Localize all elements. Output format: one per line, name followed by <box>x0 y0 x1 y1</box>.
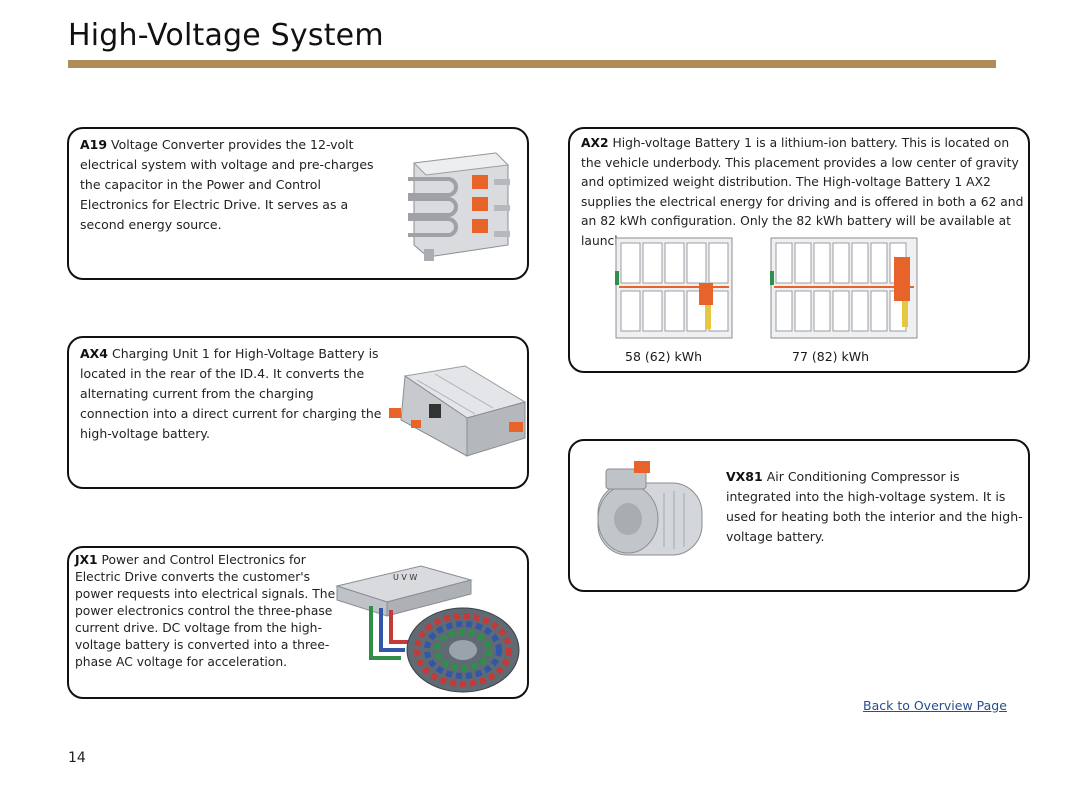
card-a19-code: A19 <box>80 137 108 152</box>
card-jx1-power-electronics: JX1 Power and Control Electronics for El… <box>67 546 529 699</box>
card-a19-text: A19 Voltage Converter provides the 12-vo… <box>80 135 392 235</box>
battery-small-label: 58 (62) kWh <box>625 349 703 364</box>
card-ax4-code: AX4 <box>80 346 109 361</box>
page-number: 14 <box>68 750 86 766</box>
charging-unit-image <box>387 364 527 464</box>
ac-compressor-image <box>588 459 716 569</box>
card-ax4-charging-unit: AX4 Charging Unit 1 for High-Voltage Bat… <box>67 336 529 489</box>
battery-large-label: 77 (82) kWh <box>792 349 870 364</box>
card-jx1-description: Power and Control Electronics for Electr… <box>75 553 336 669</box>
card-a19-description: Voltage Converter provides the 12-volt e… <box>80 137 374 232</box>
card-ax4-text: AX4 Charging Unit 1 for High-Voltage Bat… <box>80 344 386 444</box>
card-vx81-description: Air Conditioning Compressor is integrate… <box>726 469 1023 544</box>
power-electronics-motor-image: U V W <box>331 558 527 698</box>
card-ax2-high-voltage-battery: AX2 High-voltage Battery 1 is a lithium-… <box>568 127 1030 373</box>
card-ax2-code: AX2 <box>581 136 609 150</box>
card-jx1-code: JX1 <box>75 553 98 567</box>
battery-58kwh-image <box>615 237 733 339</box>
card-jx1-text: JX1 Power and Control Electronics for El… <box>75 552 343 671</box>
back-to-overview-link[interactable]: Back to Overview Page <box>863 698 1007 713</box>
card-vx81-ac-compressor: VX81 Air Conditioning Compressor is inte… <box>568 439 1030 592</box>
card-ax2-text: AX2 High-voltage Battery 1 is a lithium-… <box>581 134 1027 252</box>
card-vx81-code: VX81 <box>726 469 763 484</box>
card-vx81-text: VX81 Air Conditioning Compressor is inte… <box>726 467 1026 547</box>
page-title: High-Voltage System <box>68 18 384 53</box>
card-ax4-description: Charging Unit 1 for High-Voltage Battery… <box>80 346 382 441</box>
card-a19-voltage-converter: A19 Voltage Converter provides the 12-vo… <box>67 127 529 280</box>
battery-77kwh-image <box>770 237 918 339</box>
motor-phase-label: U V W <box>393 573 417 582</box>
voltage-converter-image <box>404 145 514 263</box>
card-ax2-description: High-voltage Battery 1 is a lithium-ion … <box>581 136 1024 248</box>
title-rule <box>68 60 996 68</box>
